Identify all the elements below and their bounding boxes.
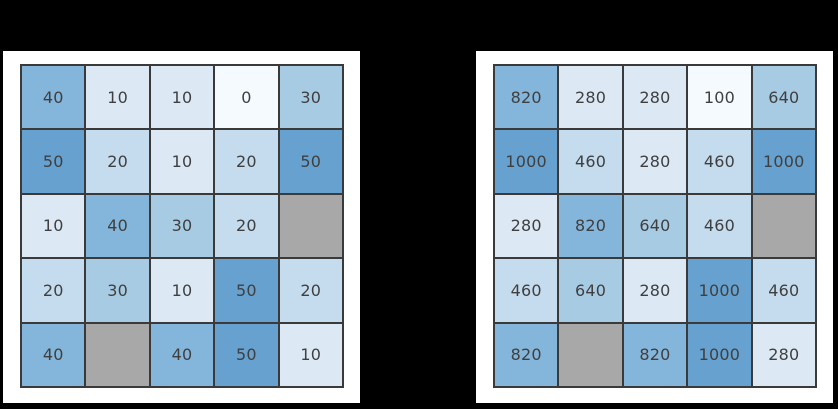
heatmap-cell: 640 [751,65,816,130]
heatmap-cell: 820 [622,322,688,387]
heatmap-cell-missing [558,322,623,387]
heatmap-cell: 40 [85,193,150,259]
heatmap-cell: 460 [558,129,623,194]
heatmap-cell: 1000 [687,258,752,323]
heatmap-cell: 30 [278,65,343,130]
heatmap-cell: 100 [687,65,752,130]
heatmap-cell: 20 [214,193,279,259]
heatmap-cell: 10 [149,65,215,130]
heatmap-cell: 10 [149,129,215,194]
heatmap-cell: 10 [21,193,86,259]
heatmap-cell: 280 [558,65,623,130]
heatmap-cell: 640 [558,258,623,323]
heatmap-cell: 20 [85,129,150,194]
heatmap-cell: 20 [278,258,343,323]
heatmap-cell: 820 [558,193,623,259]
heatmap-cell: 460 [687,129,752,194]
heatmap-cell: 460 [494,258,559,323]
heatmap-cell: 1000 [494,129,559,194]
heatmap-cell: 820 [494,322,559,387]
heatmap-cell: 10 [278,322,343,387]
heatmap-cell: 20 [21,258,86,323]
heatmap-cell: 40 [149,322,215,387]
heatmap-cell: 1000 [751,129,816,194]
heatmap-cell: 280 [622,258,688,323]
heatmap-cell: 20 [214,129,279,194]
heatmap-cell: 280 [494,193,559,259]
heatmap-cell: 460 [751,258,816,323]
heatmap-cell: 640 [622,193,688,259]
heatmap-cell: 50 [214,258,279,323]
heatmap-cell: 0 [214,65,279,130]
heatmap-cell: 30 [85,258,150,323]
heatmap-cell: 460 [687,193,752,259]
heatmap-cell: 50 [21,129,86,194]
heatmap-cell-missing [751,193,816,259]
heatmap-cell: 30 [149,193,215,259]
heatmap-cell-missing [278,193,343,259]
heatmap-cell: 1000 [687,322,752,387]
heatmap-cell: 40 [21,65,86,130]
heatmap-cell: 40 [21,322,86,387]
heatmap-cell: 10 [149,258,215,323]
heatmap-cell: 280 [751,322,816,387]
heatmap-cell-missing [85,322,150,387]
heatmap-cell: 820 [494,65,559,130]
heatmap-cell: 280 [622,129,688,194]
heatmap-cell: 280 [622,65,688,130]
heatmap-cell: 10 [85,65,150,130]
heatmap-cell: 50 [278,129,343,194]
heatmap-cell: 50 [214,322,279,387]
